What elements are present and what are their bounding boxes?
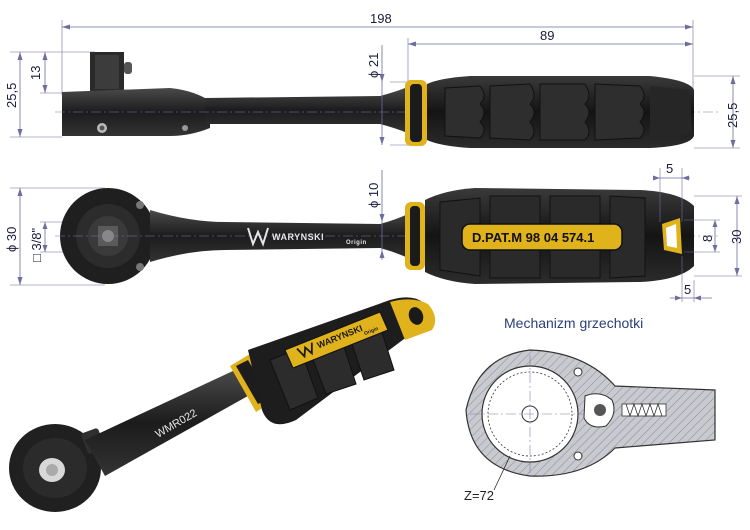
patent-plate: [461, 223, 623, 251]
end-offset-label: 5: [684, 282, 691, 297]
handle-diameter-label: ϕ 21: [366, 53, 381, 78]
brand-logo-shaft: WARYNSKI Origin: [247, 227, 367, 247]
shaft-diameter-label: ϕ 10: [366, 183, 381, 208]
top-view: ϕ 30 □ 3/8" WARYNSKI Origin ϕ 10: [4, 161, 744, 302]
overall-length-label: 198: [370, 11, 392, 26]
drive-square-label: □ 3/8": [29, 227, 44, 262]
brand-text-shaft: WARYNSKI: [272, 232, 324, 242]
brand-plate-3d: [284, 311, 389, 369]
slot-width-label: 8: [700, 235, 715, 242]
brand-sub-shaft: Origin: [346, 240, 367, 246]
mechanism-title: Mechanizm grzechotki: [504, 315, 643, 331]
overall-length-dimension: 198: [61, 11, 694, 95]
mechanism-section: Mechanizm grzechotki Z=72: [464, 315, 716, 503]
slot-length-label: 5: [666, 161, 673, 176]
perspective-view: WMR022 WARYNSKI Origin: [9, 297, 436, 512]
side-view: 25,5 13 ϕ 21: [4, 45, 740, 149]
head-diameter-label: ϕ 30: [4, 227, 19, 252]
handle-end-width-label: 30: [729, 230, 744, 244]
patent-text: D.PAT.M 98 04 574.1: [472, 230, 594, 245]
shaft-3d: [85, 370, 255, 476]
handle-end-height-label: 25,5: [725, 103, 740, 128]
shaft-side: [205, 88, 405, 132]
head-height-label: 25,5: [4, 83, 19, 108]
handle-length-dimension: 89: [407, 28, 693, 82]
drive-height-label: 13: [28, 66, 43, 80]
brand-sub-3d: Origin: [363, 326, 379, 337]
teeth-count-label: Z=72: [464, 488, 494, 503]
handle-length-label: 89: [540, 28, 554, 43]
